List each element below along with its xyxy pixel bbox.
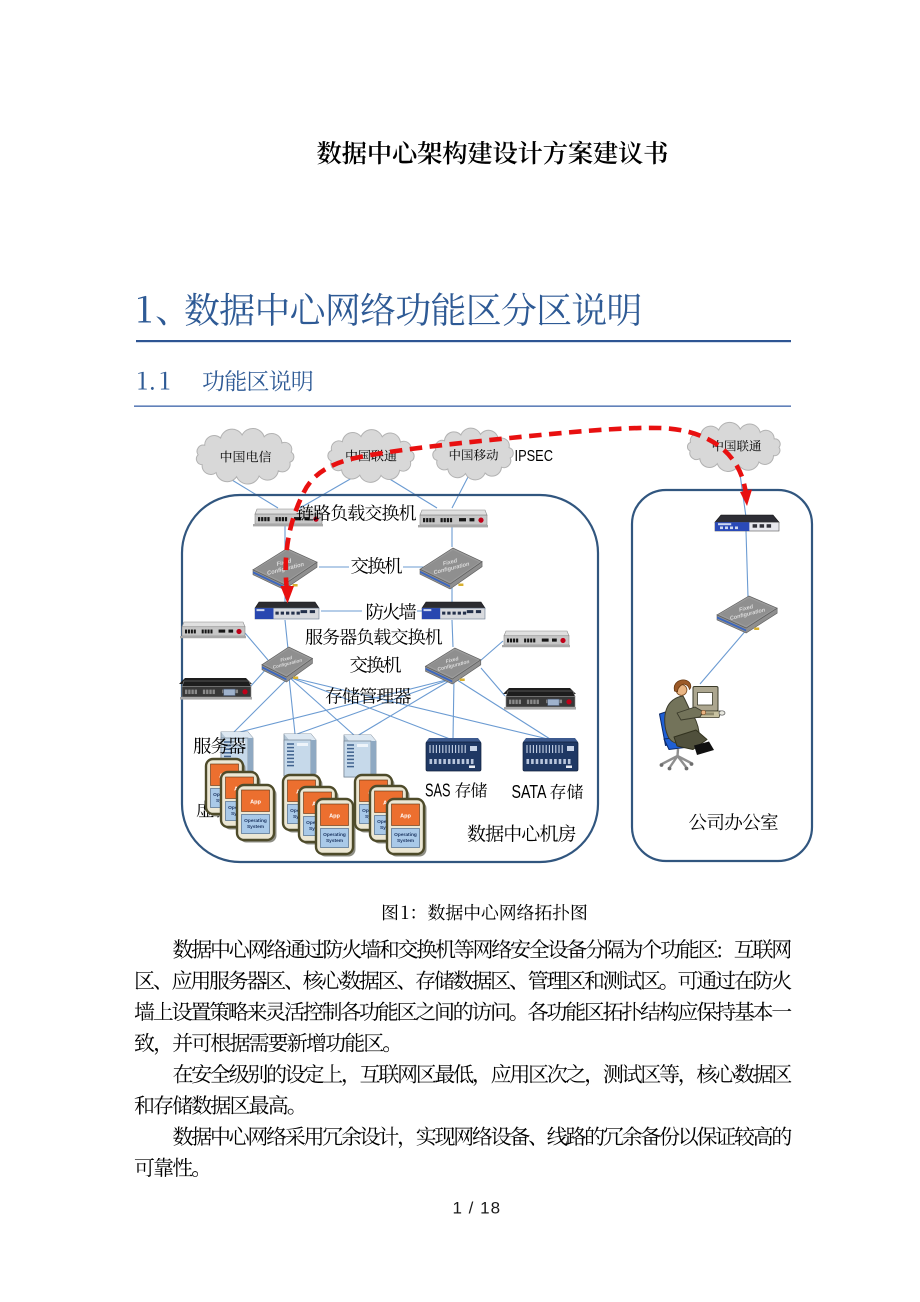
svg-text:System: System xyxy=(397,838,414,844)
svg-text:Fixed: Fixed xyxy=(280,655,293,663)
svg-text:Operating: Operating xyxy=(244,818,267,824)
svg-text:Fixed: Fixed xyxy=(738,604,754,613)
svg-text:1 / 18: 1 / 18 xyxy=(453,1199,502,1218)
svg-text:SATA: SATA xyxy=(512,782,547,802)
svg-text:Operating: Operating xyxy=(323,832,346,838)
svg-text:Fixed: Fixed xyxy=(442,558,458,567)
svg-text:System: System xyxy=(326,838,343,844)
svg-text:Fixed: Fixed xyxy=(445,656,460,665)
svg-text:App: App xyxy=(250,800,261,806)
svg-text:SAS: SAS xyxy=(425,781,451,801)
svg-text:Operating: Operating xyxy=(394,832,417,838)
svg-text:App: App xyxy=(329,814,340,820)
svg-text:App: App xyxy=(400,814,411,820)
svg-text:IPSEC: IPSEC xyxy=(515,448,554,465)
svg-text:System: System xyxy=(247,824,264,830)
